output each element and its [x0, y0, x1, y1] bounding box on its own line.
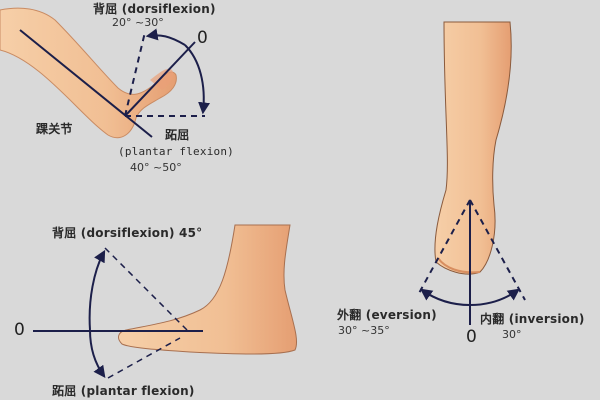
- leg-axis-line: [19, 29, 153, 138]
- plantar-arc-arrow: [184, 44, 211, 115]
- eversion-label: 外翻 (eversion): [337, 308, 437, 322]
- plantar-flexion-range: 40° ~50°: [130, 161, 182, 174]
- dorsiflexion-45-dashed-line: [104, 247, 189, 332]
- leg-front-view-illustration: [434, 21, 512, 275]
- plantar-flexion-cn-label: 跖屈: [165, 128, 190, 142]
- inversion-label: 内翻 (inversion): [480, 312, 585, 326]
- ankle-joint-label: 踝关节: [36, 122, 73, 136]
- eversion-range: 30° ~35°: [338, 324, 390, 337]
- plantar-flexion-label-bottom: 跖屈 (plantar flexion): [52, 384, 195, 398]
- dorsi-plantar-arc-arrow: [88, 249, 106, 331]
- plantar-flexion-en-label: (plantar flexion): [118, 145, 234, 158]
- foot-axis-line: [124, 41, 196, 117]
- plantar-dashed-line-2: [107, 337, 181, 379]
- foot-side-view-illustration: [118, 224, 298, 355]
- inversion-range: 30°: [502, 328, 522, 341]
- dorsiflexion-arc-arrow: [145, 28, 186, 46]
- zero-label-right: 0: [466, 327, 477, 347]
- eversion-inversion-arc: [420, 288, 520, 306]
- zero-label-bottom-left: 0: [14, 320, 25, 340]
- leg-side-view-illustration: [0, 7, 177, 139]
- dorsi-plantar-arc-arrow-down: [89, 329, 106, 378]
- inversion-dashed-line: [469, 199, 526, 301]
- zero-label-top: 0: [197, 28, 208, 48]
- dorsiflexion-label-top: 背屈 (dorsiflexion): [93, 2, 216, 16]
- dorsiflexion-dashed-line: [124, 31, 146, 117]
- eversion-dashed-line: [417, 199, 471, 296]
- dorsiflexion-range-top: 20° ~30°: [112, 16, 164, 29]
- dorsiflexion-45-label: 背屈 (dorsiflexion) 45°: [52, 226, 203, 240]
